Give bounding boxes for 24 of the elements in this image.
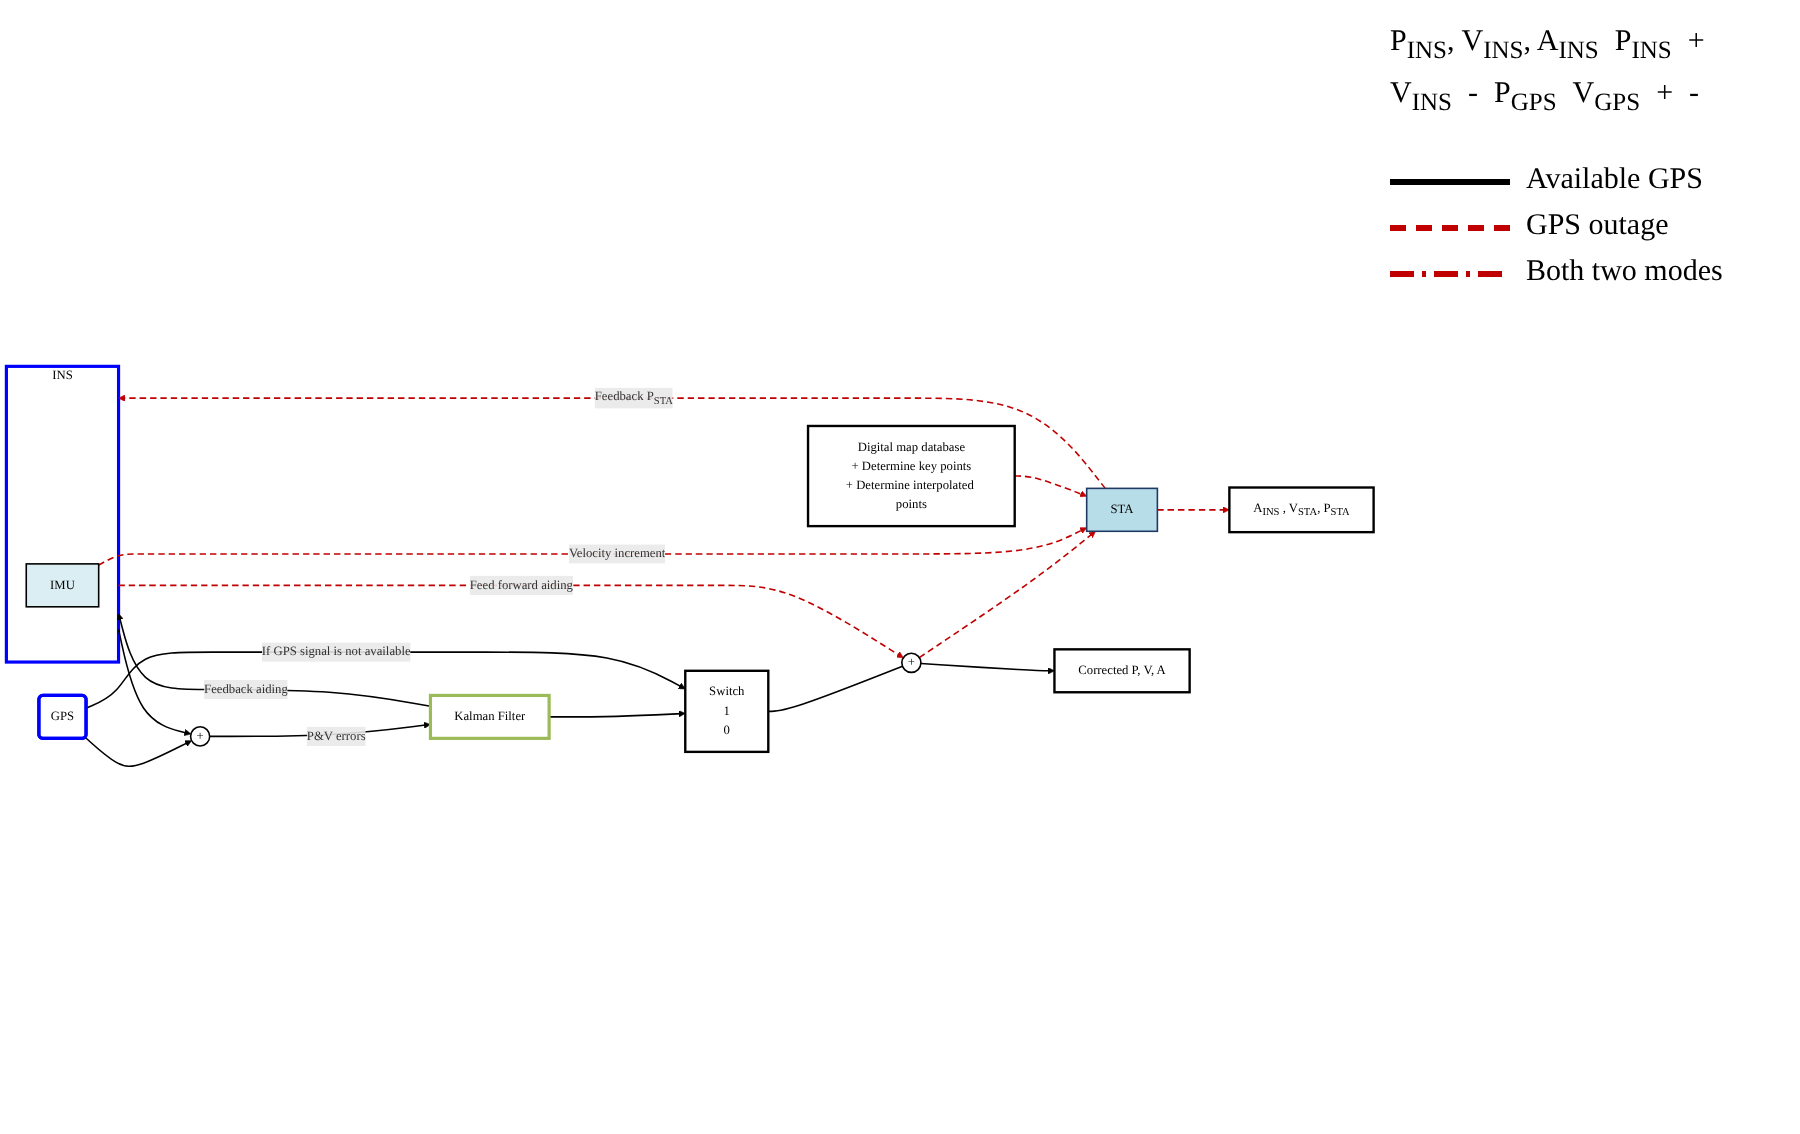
arrow <box>84 737 192 768</box>
arrow <box>1013 475 1087 498</box>
signal-label: P$_{INS}$, V$_{INS}$, A$_{INS}$ <box>1390 26 1599 66</box>
connector <box>767 666 904 713</box>
arrow <box>117 629 192 737</box>
signal-label: P$_{GPS}$ <box>1494 78 1557 118</box>
arrow <box>97 528 1087 567</box>
arrow <box>85 652 686 710</box>
signal-label: V$_{INS}$ <box>1390 78 1452 118</box>
legend-text: GPS outage <box>1526 210 1669 244</box>
arrow <box>920 663 1055 675</box>
signal-label: + <box>1656 78 1674 112</box>
signal-label: + <box>1687 26 1705 60</box>
signal-label: P$_{INS}$ <box>1614 26 1672 66</box>
signal-label: V$_{GPS}$ <box>1572 78 1641 118</box>
arrow <box>1156 507 1230 514</box>
signal-label: - <box>1468 78 1478 112</box>
legend-text: Available GPS <box>1526 164 1703 198</box>
legend-text: Both two modes <box>1526 256 1723 290</box>
arrow <box>918 531 1096 660</box>
arrow <box>118 395 1107 490</box>
arrow <box>548 710 686 719</box>
arrow <box>116 613 432 708</box>
signal-label: - <box>1689 78 1700 112</box>
